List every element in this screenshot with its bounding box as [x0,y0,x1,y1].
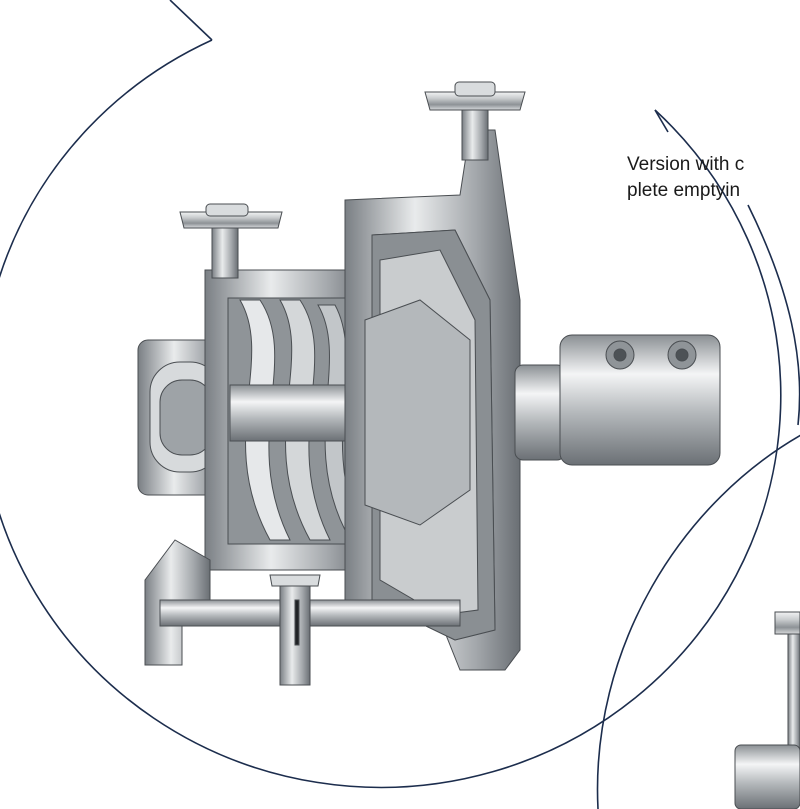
coupling-hub [514,364,566,461]
left-vent-valve-handle [179,203,283,279]
drain-pipe-assembly [144,539,461,686]
caption-pointer-line [654,109,669,133]
caption-line-1: Version with c [627,154,745,175]
pump-cutaway [137,81,721,686]
top-vent-valve-handle [424,81,526,161]
pointer-line-top [169,0,213,41]
caption-line-2: plete emptyin [627,180,741,201]
caption-text: Version with c plete emptyin [627,152,744,204]
caption-circle-arc [747,204,800,426]
main-detail-circle [0,39,782,789]
second-detail-circle [596,434,800,809]
second-pump-partial [734,611,800,809]
impeller [364,299,471,526]
